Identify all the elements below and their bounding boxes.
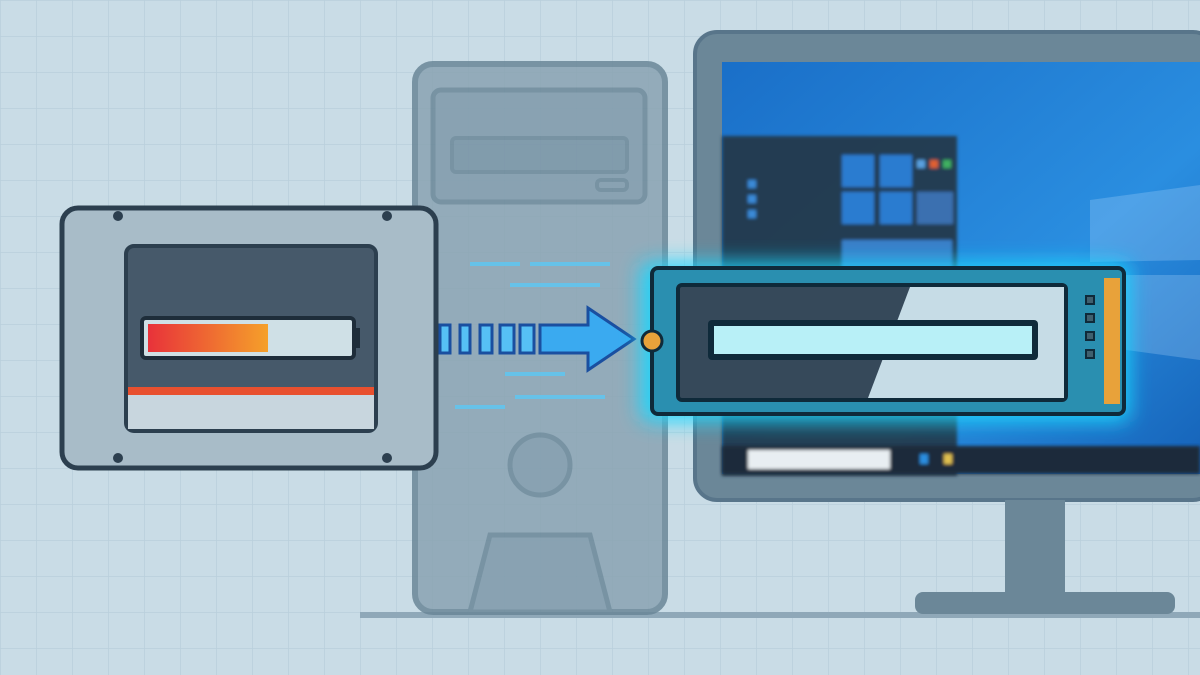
battery-low-icon — [140, 316, 360, 360]
nvme-ssd-icon — [640, 262, 1130, 422]
taskbar — [722, 446, 1200, 474]
battery-full-icon — [708, 320, 1038, 360]
sata-ssd-icon — [59, 205, 439, 471]
taskbar-search-box — [748, 450, 890, 469]
battery-fill — [714, 326, 1032, 354]
transfer-arrow-icon — [438, 262, 637, 409]
battery-fill — [148, 324, 268, 352]
desk-line — [360, 612, 1200, 618]
